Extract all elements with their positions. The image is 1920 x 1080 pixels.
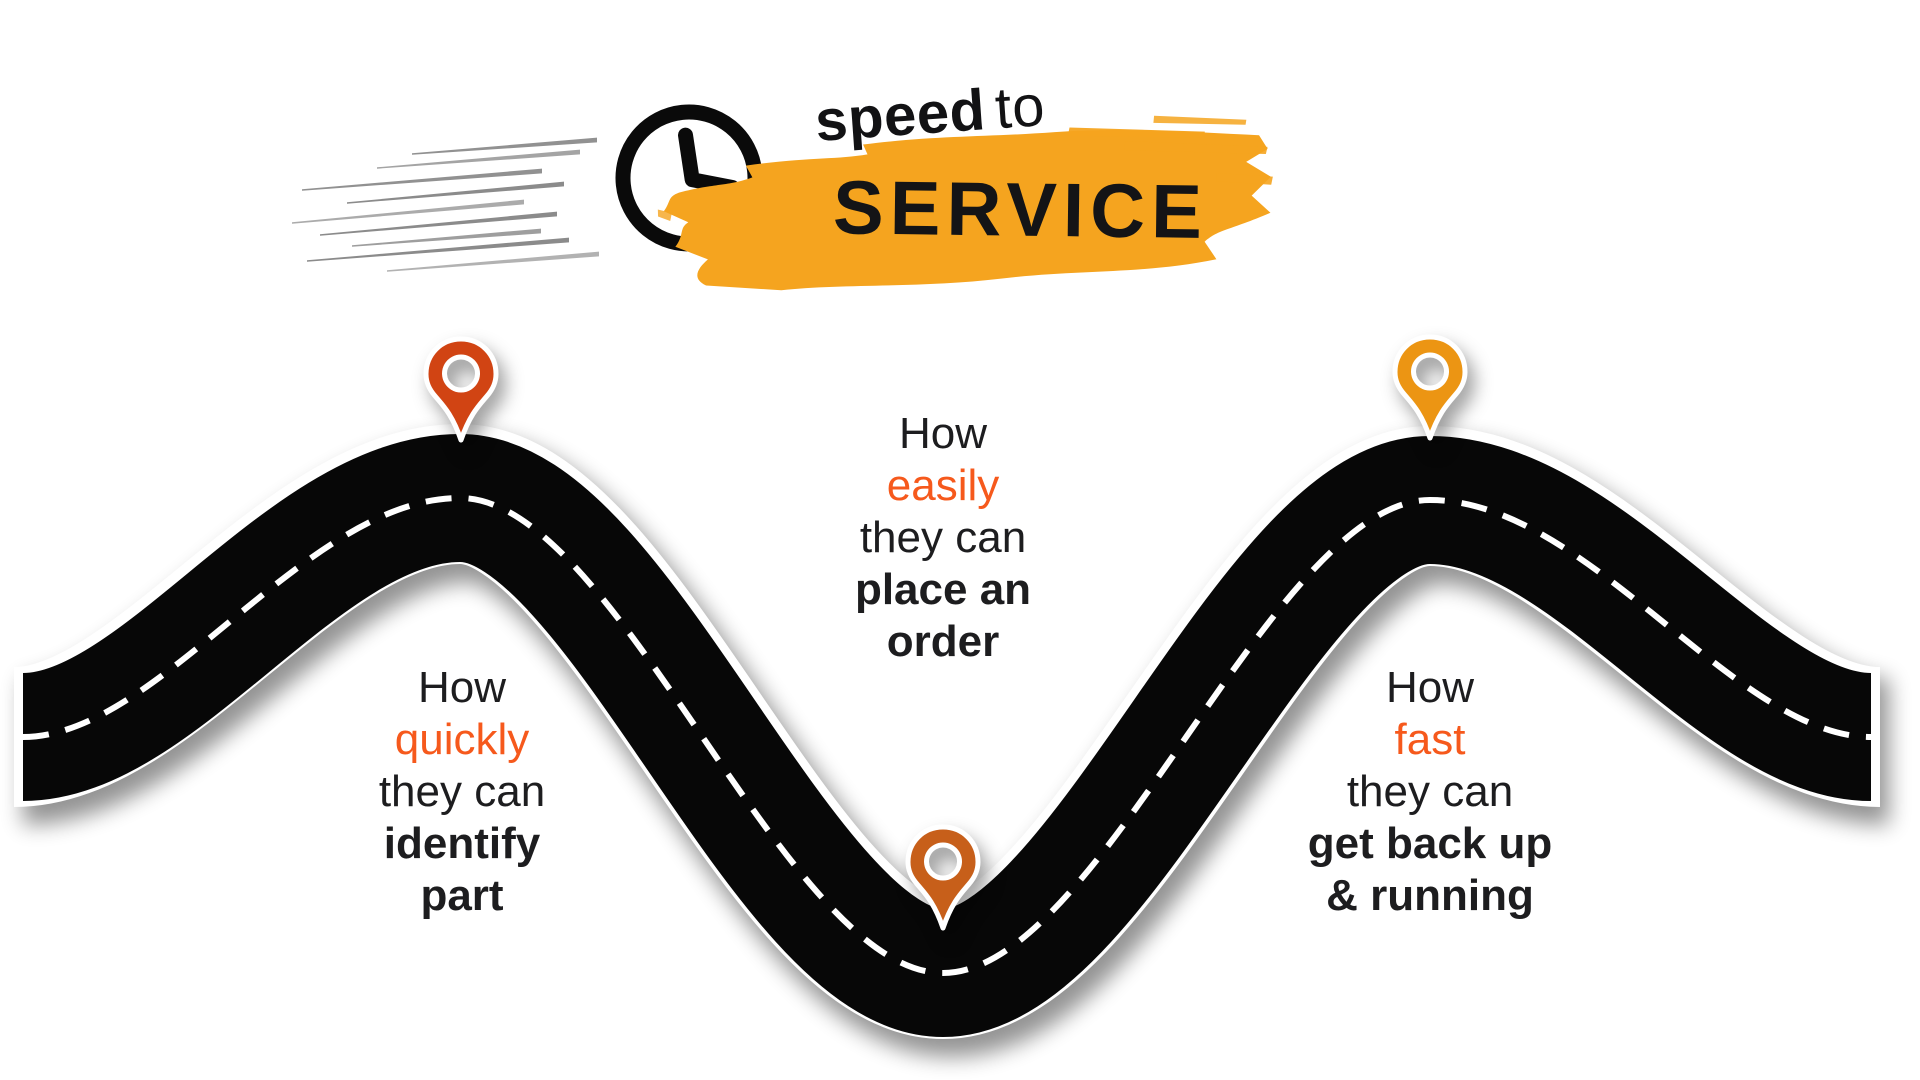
dashed-center-line	[22, 494, 1872, 977]
milestone-line: get back up	[1307, 819, 1553, 868]
map-pin-icon	[1392, 334, 1468, 441]
milestone-line: part	[420, 871, 504, 920]
milestone-line: How	[898, 409, 988, 458]
milestone-line: order	[886, 617, 1000, 666]
milestone-line: easily	[886, 461, 1000, 510]
paint-brush-stroke	[657, 115, 1273, 291]
brand-word-highlight: SERVICE	[654, 109, 1281, 311]
milestone-line: & running	[1326, 871, 1534, 920]
milestone-line: identify	[383, 819, 541, 868]
map-pin-icon	[423, 336, 499, 443]
milestone-line: they can	[859, 513, 1027, 562]
brand-word: SERVICE	[832, 165, 1209, 255]
milestone-line: fast	[1394, 715, 1466, 764]
milestone-line: they can	[1346, 767, 1514, 816]
speed-lines-icon	[292, 137, 599, 272]
milestone-line: place an	[854, 565, 1032, 614]
milestone-line: How	[1385, 663, 1475, 712]
milestone-line: they can	[378, 767, 546, 816]
milestone-line: How	[417, 663, 507, 712]
map-pin-icon	[905, 824, 981, 931]
milestone-line: quickly	[394, 715, 530, 764]
